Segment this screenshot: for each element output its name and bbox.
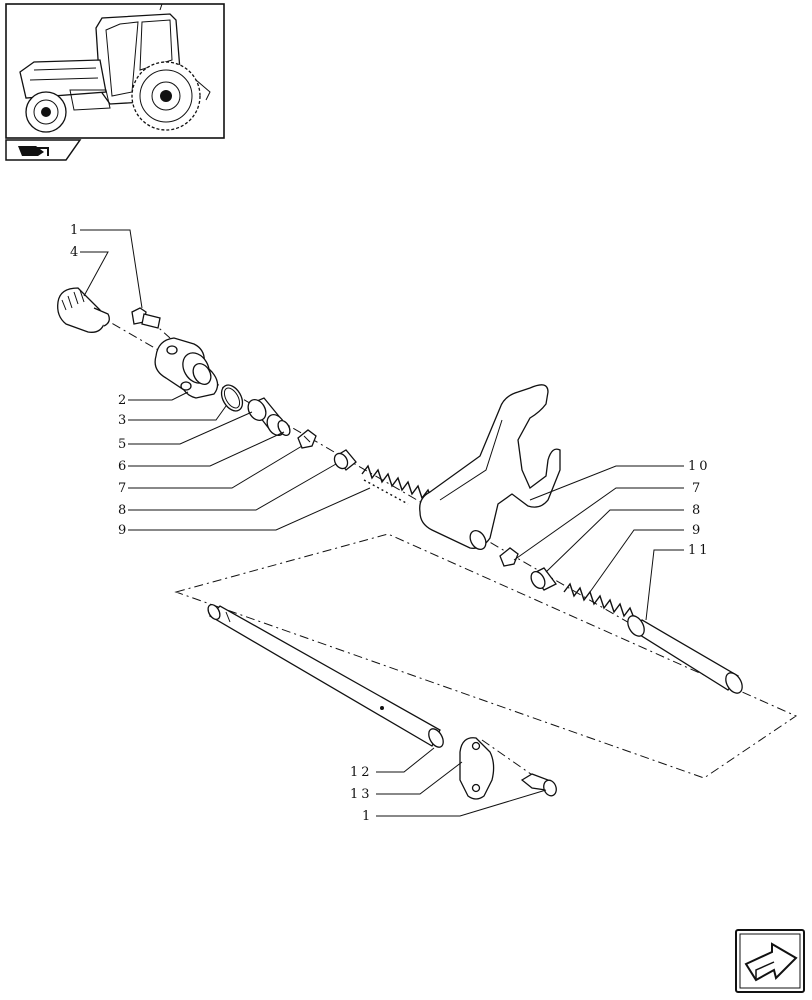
callout-8: 8: [118, 503, 129, 518]
callout-6: 6: [118, 459, 129, 474]
tractor-thumbnail-icon: [5, 3, 225, 139]
callout-5: 5: [118, 437, 129, 452]
callout-1: 1: [70, 223, 81, 238]
callout-7: 7: [118, 481, 129, 496]
shift-fork-part-10: [419, 384, 561, 550]
o-ring-inner: [223, 387, 241, 409]
transmission-section-icon: [5, 139, 82, 161]
callout-10: 10: [688, 459, 711, 474]
spring-part-9-upper: [361, 464, 433, 501]
callout-labels: 1 4 2 3 5 6 7 8 9 10 7 8 9 11 12 13 1: [70, 223, 711, 824]
o-ring-part-3: [220, 384, 244, 412]
callout-2: 2: [118, 393, 129, 408]
clip-part-7-lower: [499, 547, 519, 567]
snap-ring-part-6: [277, 419, 291, 437]
callout-1-lower: 1: [362, 809, 373, 824]
callout-12: 12: [350, 765, 373, 780]
next-page-arrow-icon[interactable]: [735, 929, 805, 993]
shaft-part-12: [207, 603, 444, 748]
spring-part-9-upper-edge: [363, 479, 409, 505]
spring-part-9-lower: [563, 582, 635, 619]
callout-13: 13: [350, 787, 373, 802]
callout-9-right: 9: [692, 523, 703, 538]
callout-8-right: 8: [692, 503, 703, 518]
callout-7-right: 7: [692, 481, 703, 496]
callout-4: 4: [70, 245, 81, 260]
flange-housing-part-2: [154, 337, 219, 399]
callout-3: 3: [118, 413, 129, 428]
leader-lines: [80, 229, 684, 817]
cover-plate-part-13: [459, 737, 495, 800]
callout-9: 9: [118, 523, 129, 538]
bolt-part-1-lower: [520, 773, 557, 797]
callout-11: 11: [688, 543, 711, 558]
bolt-axis-lower: [481, 739, 549, 787]
knob-part-4: [57, 287, 110, 333]
sleeve-part-11: [627, 615, 743, 694]
shaft-assembly-outline: [174, 533, 798, 779]
detent-part-8-lower: [530, 567, 557, 591]
bolt-part-1: [131, 307, 161, 329]
detent-part-8-upper: [333, 449, 357, 471]
